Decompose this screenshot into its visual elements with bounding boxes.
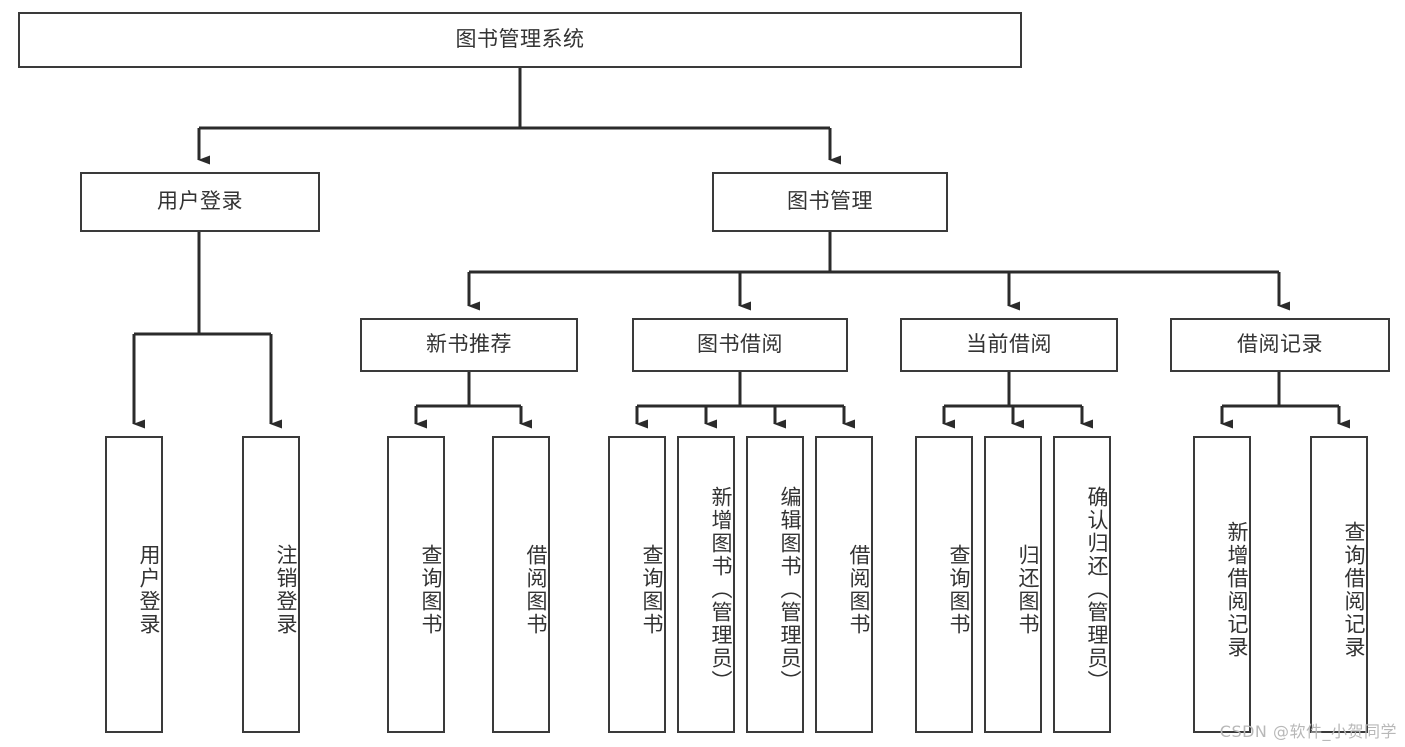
node-label: 当前借阅 bbox=[966, 332, 1052, 357]
node-book-management[interactable]: 图书管理 bbox=[712, 172, 948, 232]
node-borrowing-record[interactable]: 借阅记录 bbox=[1170, 318, 1390, 372]
leaf-record-query-borrow-record[interactable]: 查询借阅记录 bbox=[1310, 436, 1368, 733]
node-label: 确认归还（管理员） bbox=[1085, 486, 1109, 693]
leaf-record-add-borrow-record[interactable]: 新增借阅记录 bbox=[1193, 436, 1251, 733]
node-label: 图书借阅 bbox=[697, 332, 783, 357]
leaf-current-return-book[interactable]: 归还图书 bbox=[984, 436, 1042, 733]
node-label: 用户登录 bbox=[157, 189, 243, 214]
node-label: 查询图书 bbox=[947, 543, 971, 636]
node-label: 归还图书 bbox=[1016, 543, 1040, 636]
leaf-user-login-login[interactable]: 用户登录 bbox=[105, 436, 163, 733]
node-label: 查询借阅记录 bbox=[1342, 520, 1366, 659]
node-label: 编辑图书（管理员） bbox=[778, 486, 802, 693]
node-label: 图书管理系统 bbox=[455, 27, 585, 52]
node-book-borrowing[interactable]: 图书借阅 bbox=[632, 318, 848, 372]
node-new-book-recommendation[interactable]: 新书推荐 bbox=[360, 318, 578, 372]
node-label: 注销登录 bbox=[274, 543, 298, 636]
leaf-new-book-borrow-book[interactable]: 借阅图书 bbox=[492, 436, 550, 733]
leaf-user-login-logout[interactable]: 注销登录 bbox=[242, 436, 300, 733]
node-label: 新增图书（管理员） bbox=[709, 486, 733, 693]
leaf-borrow-borrow-book[interactable]: 借阅图书 bbox=[815, 436, 873, 733]
node-label: 用户登录 bbox=[137, 543, 161, 636]
node-label: 图书管理 bbox=[787, 189, 873, 214]
node-label: 借阅图书 bbox=[847, 543, 871, 636]
node-label: 新增借阅记录 bbox=[1225, 520, 1249, 659]
node-current-borrowing[interactable]: 当前借阅 bbox=[900, 318, 1118, 372]
node-label: 查询图书 bbox=[419, 543, 443, 636]
leaf-current-confirm-return-admin[interactable]: 确认归还（管理员） bbox=[1053, 436, 1111, 733]
leaf-current-query-book[interactable]: 查询图书 bbox=[915, 436, 973, 733]
leaf-borrow-query-book[interactable]: 查询图书 bbox=[608, 436, 666, 733]
node-user-login[interactable]: 用户登录 bbox=[80, 172, 320, 232]
leaf-borrow-edit-book-admin[interactable]: 编辑图书（管理员） bbox=[746, 436, 804, 733]
node-label: 借阅记录 bbox=[1237, 332, 1323, 357]
node-label: 新书推荐 bbox=[426, 332, 512, 357]
node-label: 查询图书 bbox=[640, 543, 664, 636]
node-root-library-management-system[interactable]: 图书管理系统 bbox=[18, 12, 1022, 68]
leaf-borrow-add-book-admin[interactable]: 新增图书（管理员） bbox=[677, 436, 735, 733]
leaf-new-book-query-book[interactable]: 查询图书 bbox=[387, 436, 445, 733]
node-label: 借阅图书 bbox=[524, 543, 548, 636]
